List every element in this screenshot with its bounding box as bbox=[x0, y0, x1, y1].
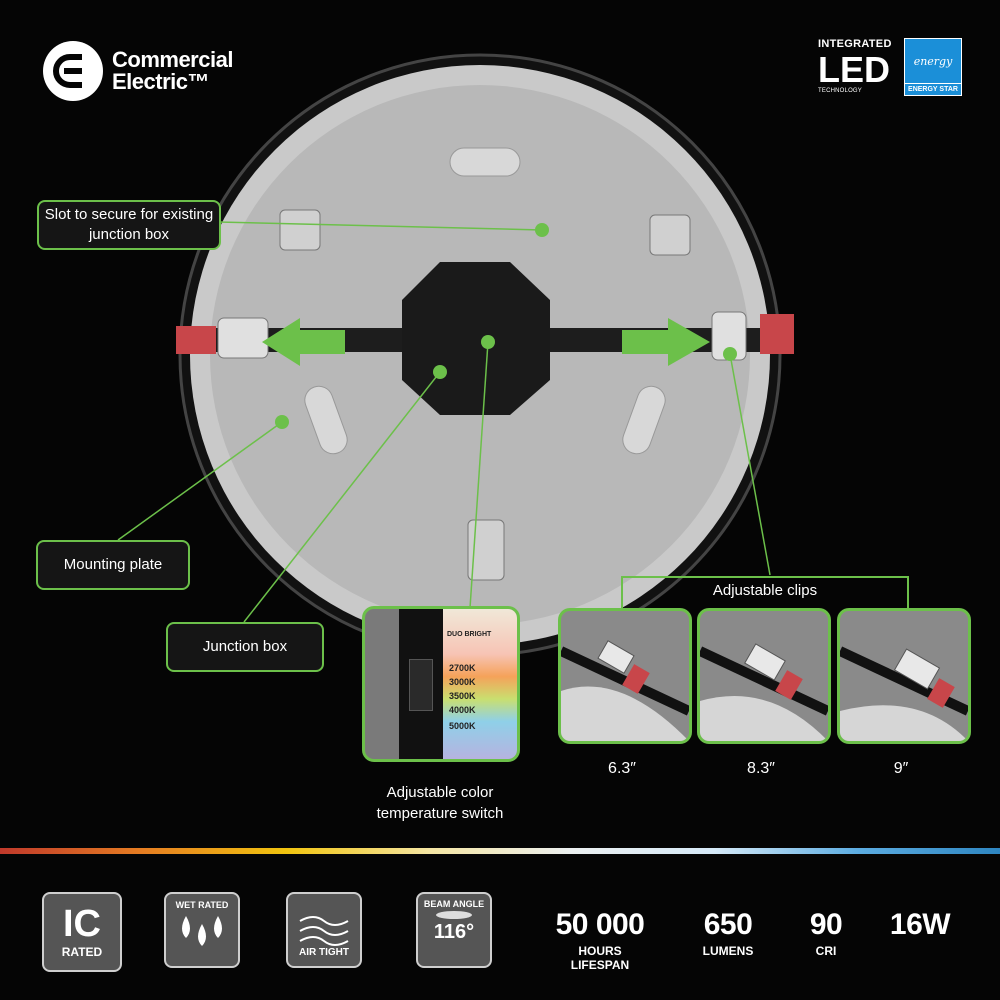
temp-option: 4000K bbox=[449, 705, 476, 715]
air-tight-badge: AIR TIGHT bbox=[286, 892, 362, 968]
mounting-plate-callout: Mounting plate bbox=[36, 540, 190, 590]
temp-option: 5000K bbox=[449, 721, 476, 731]
temp-switch-inset: DUO BRIGHT 2700K 3000K 3500K 4000K 5000K bbox=[362, 606, 520, 762]
clip-large-illustration bbox=[840, 646, 968, 741]
commercial-electric-icon bbox=[43, 41, 103, 101]
junction-box-callout: Junction box bbox=[166, 622, 324, 672]
energy-star-logo: energy ENERGY STAR bbox=[904, 38, 962, 96]
temp-color-strip bbox=[443, 609, 517, 759]
switch-slider bbox=[409, 659, 433, 711]
air-waves-icon bbox=[299, 916, 349, 946]
stat-lumens: 650 LUMENS bbox=[702, 908, 754, 958]
clip-medium-illustration bbox=[700, 643, 828, 741]
clip-size-label: 6.3″ bbox=[608, 760, 636, 777]
clip-size-label: 8.3″ bbox=[747, 760, 775, 777]
beam-lamp-icon bbox=[436, 911, 472, 919]
adjustable-clips-label: Adjustable clips bbox=[712, 582, 818, 599]
temp-header: DUO BRIGHT bbox=[447, 631, 492, 638]
stat-wattage: 16W bbox=[889, 908, 951, 941]
water-drops-icon bbox=[182, 916, 222, 946]
integrated-led-logo: INTEGRATED LED TECHNOLOGY bbox=[818, 38, 892, 94]
stat-cri: 90 CRI bbox=[809, 908, 843, 958]
ic-rated-badge: IC RATED bbox=[42, 892, 122, 972]
wet-rated-badge: WET RATED bbox=[164, 892, 240, 968]
slot-callout: Slot to secure for existing junction box bbox=[37, 200, 221, 250]
brand-name: Commercial Electric™ bbox=[112, 47, 233, 94]
temp-option: 2700K bbox=[449, 663, 476, 673]
fixture-illustration bbox=[117, 53, 909, 657]
temp-option: 3000K bbox=[449, 677, 476, 687]
clip-inset-small bbox=[558, 608, 692, 744]
clip-small-illustration bbox=[561, 640, 689, 741]
temp-switch-caption: Adjustable color temperature switch bbox=[376, 784, 504, 822]
clip-size-label: 9″ bbox=[893, 760, 909, 777]
stat-lifespan: 50 000 HOURS LIFESPAN bbox=[555, 908, 645, 972]
color-spectrum-bar bbox=[0, 848, 1000, 854]
beam-angle-badge: BEAM ANGLE 116° bbox=[416, 892, 492, 968]
brand-logo: Commercial Electric™ bbox=[42, 40, 233, 102]
temp-option: 3500K bbox=[449, 691, 476, 701]
clip-inset-medium bbox=[697, 608, 831, 744]
clip-inset-large bbox=[837, 608, 971, 744]
